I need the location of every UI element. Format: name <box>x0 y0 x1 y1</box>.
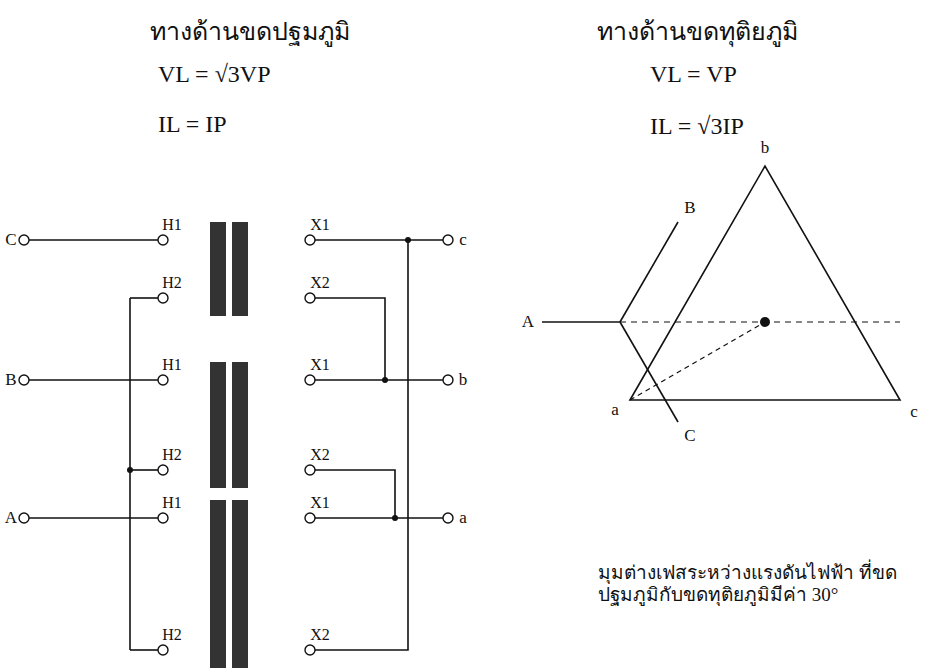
neutral-dot <box>760 317 770 327</box>
phasor-label: c <box>910 402 918 422</box>
terminal-label: X1 <box>310 494 330 512</box>
terminal-label: H1 <box>162 216 182 234</box>
terminal-label: X2 <box>310 274 330 292</box>
formula: VL = VP <box>650 61 737 89</box>
secondary-wires <box>315 240 443 650</box>
terminal-label: A <box>5 508 17 528</box>
formula: VL = √3VP <box>158 61 271 89</box>
phasor-label: C <box>684 426 695 446</box>
terminal-label: X2 <box>310 446 330 464</box>
phasor-label: a <box>611 400 619 420</box>
terminal-label: X2 <box>310 626 330 644</box>
terminal-label: B <box>5 370 16 390</box>
transformer-cores <box>210 222 248 668</box>
terminal-label: a <box>459 508 467 528</box>
junction-dots <box>127 237 411 521</box>
primary-wires <box>29 240 158 650</box>
note-text: มุมต่างเฟสระหว่างแรงดันไฟฟ้า ที่ขดปฐมภูม… <box>598 562 898 606</box>
phasor-label: A <box>522 312 534 332</box>
terminal-circles <box>19 235 453 655</box>
delta-phasor <box>620 166 900 400</box>
terminal-label: C <box>5 230 16 250</box>
terminal-label: H2 <box>162 626 182 644</box>
phasor-label: B <box>684 198 695 218</box>
terminal-label: H1 <box>162 356 182 374</box>
terminal-label: c <box>459 230 467 250</box>
terminal-label: H2 <box>162 446 182 464</box>
terminal-label: H1 <box>162 494 182 512</box>
heading: ทางด้านขดปฐมภูมิ <box>150 18 350 47</box>
heading: ทางด้านขดทุติยภูมิ <box>597 18 798 47</box>
terminal-label: X1 <box>310 216 330 234</box>
phasor-label: b <box>761 138 770 158</box>
terminal-label: H2 <box>162 274 182 292</box>
terminal-label: X1 <box>310 356 330 374</box>
terminal-label: b <box>459 370 468 390</box>
formula: IL = √3IP <box>650 113 744 141</box>
formula: IL = IP <box>158 111 227 139</box>
